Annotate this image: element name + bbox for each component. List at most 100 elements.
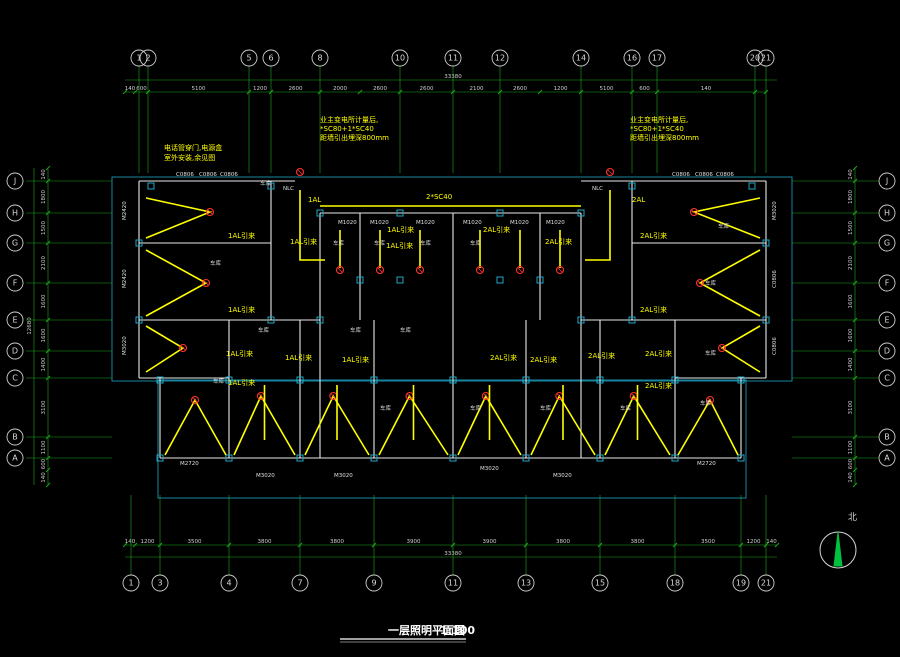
- circuit-label-2al: 2AL引来: [483, 225, 510, 234]
- dim-value: 2100: [470, 86, 484, 92]
- dim-tick: [122, 542, 128, 548]
- dim-tick: [122, 89, 128, 95]
- bus-label: 2*SC40: [426, 193, 452, 201]
- column: [449, 376, 457, 384]
- column: [671, 376, 679, 384]
- lamp-cross: [330, 393, 337, 399]
- circuit-label-1al: 1AL引来: [285, 353, 312, 362]
- garage-label: 车库: [258, 326, 270, 334]
- grid-top-label: 5: [246, 54, 251, 63]
- side-code: M3020: [772, 201, 778, 220]
- lamp-cross: [707, 397, 713, 403]
- column: [396, 276, 404, 284]
- dim-value-v: 140: [848, 472, 854, 483]
- lamp-cross: [630, 393, 637, 399]
- dim-value: 1200: [554, 86, 568, 92]
- grid-bottom-bubble: [732, 574, 750, 592]
- grid-bottom-bubble: [757, 574, 775, 592]
- window-code: C0806: [199, 172, 217, 178]
- circuit-label-1al: 1AL引来: [290, 237, 317, 246]
- garage-label: 车库: [333, 239, 345, 247]
- dim-value: 3800: [330, 539, 344, 545]
- circuit-label-2al: 2AL引来: [530, 355, 557, 364]
- window-code: C0806: [695, 172, 713, 178]
- grid-top-bubble: [391, 49, 409, 67]
- dim-value-v: 1800: [848, 190, 854, 204]
- dim-value-v: 1600: [41, 294, 47, 308]
- grid-top-label: 14: [576, 54, 586, 63]
- column: [370, 454, 378, 462]
- grid-top-label: 1: [136, 54, 141, 63]
- dim-value-v: 1500: [848, 221, 854, 235]
- side-code: C0806: [772, 270, 778, 288]
- column: [267, 316, 275, 324]
- grid-top-bubble: [262, 49, 280, 67]
- column: [628, 316, 636, 324]
- column: [762, 239, 770, 247]
- grid-bottom-label: 13: [521, 579, 531, 588]
- lamp: [178, 343, 188, 353]
- column: [296, 454, 304, 462]
- grid-right-label: J: [885, 177, 888, 186]
- window-code: C0806: [176, 172, 194, 178]
- door-code-bottom: M2720: [180, 461, 199, 467]
- outer-cyan-frame: [111, 176, 793, 382]
- circuit-label-2al: 2AL引来: [588, 351, 615, 360]
- door-code-bottom: M2720: [697, 461, 716, 467]
- lamp: [695, 278, 705, 288]
- lamp-cross: [697, 280, 703, 286]
- lamp-cross: [556, 393, 563, 399]
- column: [577, 209, 585, 217]
- note-meter-left-1: 业主变电所计量后,: [320, 115, 378, 124]
- grid-top-label: 11: [448, 54, 458, 63]
- grid-right-label: C: [884, 374, 890, 383]
- grid-left-bubble: [6, 234, 24, 252]
- drawing-scale: 1:100: [440, 624, 475, 637]
- dim-value: 600: [136, 86, 147, 92]
- lamp: [475, 265, 485, 275]
- garage-label: 车库: [213, 377, 225, 385]
- column: [135, 239, 143, 247]
- column: [737, 376, 745, 384]
- dim-value: 2600: [289, 86, 303, 92]
- column: [522, 376, 530, 384]
- grid-top-bubble: [240, 49, 258, 67]
- grid-top-label: 6: [268, 54, 273, 63]
- drawing-title: 一层照明平面图: [388, 624, 465, 637]
- grid-bottom-bubble: [365, 574, 383, 592]
- north-label: 北: [848, 512, 857, 523]
- lamp: [515, 265, 525, 275]
- column: [370, 376, 378, 384]
- dim-value: 3800: [258, 539, 272, 545]
- window-code: C0806: [716, 172, 734, 178]
- column: [628, 182, 636, 190]
- dim-tick: [774, 542, 780, 548]
- grid-top-bubble: [572, 49, 590, 67]
- lamp-cross: [691, 209, 697, 215]
- lamp: [205, 207, 215, 217]
- column: [496, 209, 504, 217]
- dim-value-v: 1600: [848, 294, 854, 308]
- wire-e-c-right: [720, 325, 761, 373]
- lamp-cross: [207, 209, 213, 215]
- grid-left-bubble: [6, 274, 24, 292]
- note-left-line1: 电话管穿门,电源盒: [164, 143, 222, 152]
- grid-right-bubble: [878, 369, 896, 387]
- dim-value-v: 3100: [848, 400, 854, 414]
- grid-top-bubble: [648, 49, 666, 67]
- garage-label: 车库: [705, 349, 717, 357]
- grid-left-label: E: [12, 316, 17, 325]
- dim-tick: [132, 89, 138, 95]
- door-code: M1020: [338, 220, 357, 226]
- building-outline: [111, 176, 793, 499]
- column: [596, 376, 604, 384]
- grid-top-bubble: [491, 49, 509, 67]
- circuit-label-1al: 1AL引来: [342, 355, 369, 364]
- grid-right-bubble: [878, 311, 896, 329]
- dim-tick: [852, 482, 858, 488]
- dim-value-v: 600: [848, 458, 854, 469]
- garage-label: 车库: [380, 404, 392, 412]
- garage-wire-left: [164, 398, 227, 456]
- dim-value: 3800: [631, 539, 645, 545]
